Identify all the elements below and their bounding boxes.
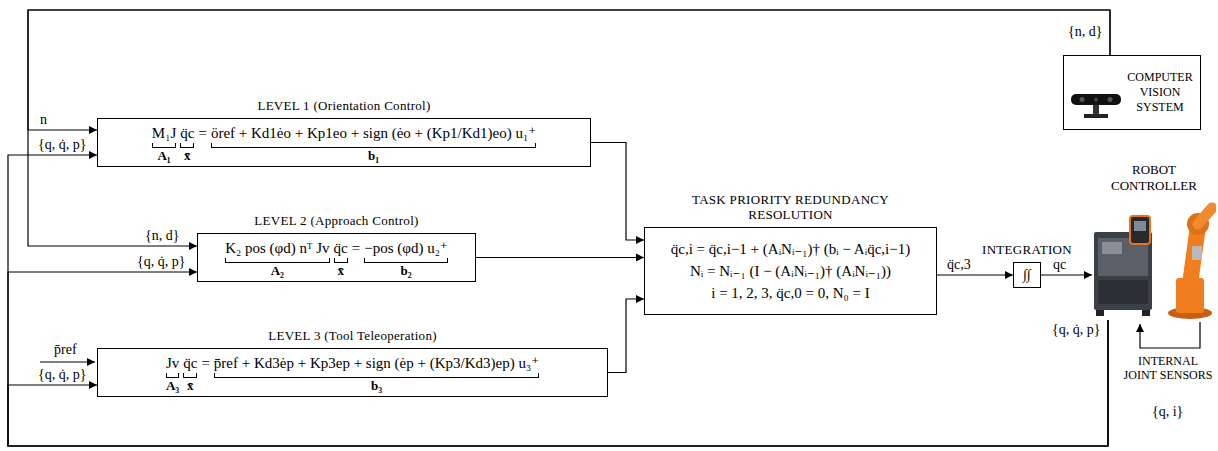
resolution-box: q̈c,i = q̈c,i−1 + (AᵢNᵢ₋₁)† (bᵢ − Aᵢq̈c,… — [644, 227, 937, 315]
level-heading: LEVEL 1 (Orientation Control) — [257, 98, 430, 113]
edge-label: n — [38, 112, 49, 128]
level-heading: LEVEL 2 (Approach Control) — [254, 213, 418, 228]
lines-node: TASK PRIORITY REDUNDANCY RESOLUTION q̈c,i… — [644, 192, 937, 315]
underbrace — [225, 258, 329, 263]
block-heading: TASK PRIORITY REDUNDANCY RESOLUTION — [691, 192, 891, 222]
connector — [1041, 274, 1092, 275]
underbrace — [166, 373, 179, 378]
edge-label: {q, q̇, p} — [36, 137, 88, 153]
equation-line: q̈c,i = q̈c,i−1 + (AᵢNᵢ₋₁)† (bᵢ − Aᵢq̈c,… — [671, 238, 910, 260]
equation-column: q̈c x̄ — [180, 124, 194, 163]
robot-name: ROBOT CONTROLLER — [1106, 162, 1202, 194]
equation-column: öref + Kd1ėo + Kp1eo + sign (ėo + (Kp1/K… — [211, 124, 536, 163]
underbrace — [152, 143, 176, 148]
equation-term: = — [198, 124, 206, 142]
free-label: {n, d} — [1066, 24, 1104, 40]
underbrace-label: b₃ — [371, 378, 382, 393]
underbrace-label: b₁ — [368, 148, 379, 163]
equation-column: M₁J A₁ — [152, 124, 176, 163]
underbrace-label: x̄ — [337, 263, 344, 278]
equation-term: p̄̈ref + Kd3ėp + Kp3ep + sign (ėp + (Kp3… — [214, 354, 539, 372]
connector — [591, 143, 644, 241]
edge-label: {q, q̇, p} — [36, 367, 88, 383]
underbrace — [214, 373, 539, 378]
connector — [8, 155, 1108, 446]
free-label: {q, q̇, p} — [1050, 322, 1102, 338]
underbrace-label: b₂ — [400, 263, 411, 278]
connector — [608, 299, 644, 373]
equation-line: i = 1, 2, 3, q̈c,0 = 0, N₀ = I — [711, 282, 870, 304]
underbrace — [180, 143, 194, 148]
vision-node: COMPUTER VISION SYSTEM — [1063, 55, 1201, 130]
equation-term: M₁J — [152, 124, 176, 142]
connector — [937, 274, 1013, 275]
sensor-feedback-arrow — [1140, 322, 1200, 348]
level-box: M₁J A₁ q̈c x̄ = öref + Kd1ėo + Kp1eo + sign (… — [97, 118, 591, 167]
equation-term: = — [352, 239, 360, 257]
underbrace-label: x̄ — [187, 378, 194, 393]
level-box: JvA₃ q̈c x̄ = p̄̈ref + Kd3ėp + Kp3ep + sign … — [97, 348, 608, 397]
equation-line: Nᵢ = Nᵢ₋₁ (I − (AᵢNᵢ₋₁)† (AᵢNᵢ₋₁)) — [690, 260, 891, 282]
eq-node: LEVEL 2 (Approach Control) K₂ pos (φd) nᵀ… — [197, 213, 476, 282]
equation-column: = — [352, 239, 360, 257]
level-box: K₂ pos (φd) nᵀ Jv A₂ q̈c x̄ =−pos (φd) u₂⁺ b₂ — [197, 233, 476, 282]
system-name: COMPUTER VISION SYSTEM — [1124, 70, 1196, 115]
integrator-box: ∫∫ — [1013, 262, 1041, 288]
equation-column: p̄̈ref + Kd3ėp + Kp3ep + sign (ėp + (Kp3… — [214, 354, 539, 393]
block-heading: INTEGRATION — [982, 242, 1072, 257]
integral-symbol: ∫∫ — [1023, 267, 1031, 283]
equation-term: K₂ pos (φd) nᵀ Jv — [225, 239, 329, 257]
equation-term: q̈c — [180, 124, 194, 142]
edge-label: qc — [1051, 257, 1068, 273]
input-arrow — [40, 361, 95, 362]
eq-node: LEVEL 3 (Tool Teleoperation) JvA₃ q̈c x̄ = p̄… — [97, 328, 608, 397]
equation-column: q̈c x̄ — [334, 239, 348, 278]
underbrace — [334, 258, 348, 263]
edge-label: {q, q̇, p} — [135, 254, 187, 270]
equation-column: JvA₃ — [166, 354, 179, 393]
equation-term: q̈c — [334, 239, 348, 257]
underbrace-label: A₁ — [157, 148, 170, 163]
equation-column: = — [201, 354, 209, 372]
underbrace — [211, 143, 536, 148]
equation-column: K₂ pos (φd) nᵀ Jv A₂ — [225, 239, 329, 278]
connector — [476, 257, 644, 258]
camera-icon — [1070, 90, 1122, 120]
underbrace — [364, 258, 448, 263]
equation-term: Jv — [166, 354, 179, 372]
edge-label: q̈c,3 — [945, 257, 973, 273]
underbrace — [183, 373, 197, 378]
equation-column: = — [198, 124, 206, 142]
connector — [8, 320, 1108, 446]
connector — [8, 272, 1108, 446]
equation-column: q̈c x̄ — [183, 354, 197, 393]
connector — [28, 10, 1110, 130]
vision-box: COMPUTER VISION SYSTEM — [1063, 55, 1201, 130]
free-label: p̄ref — [52, 342, 79, 358]
robot-node: ROBOT CONTROLLER — [1092, 160, 1216, 320]
free-label: {q, i} — [1150, 404, 1185, 420]
underbrace-label: A₂ — [271, 263, 284, 278]
underbrace-label: x̄ — [184, 148, 191, 163]
free-label: INTERNAL JOINT SENSORS — [1120, 354, 1216, 382]
equation-term: −pos (φd) u₂⁺ — [364, 239, 448, 257]
equation-column: −pos (φd) u₂⁺ b₂ — [364, 239, 448, 278]
connector — [28, 10, 1110, 246]
equation-term: öref + Kd1ėo + Kp1eo + sign (ėo + (Kp1/K… — [211, 124, 536, 142]
level-heading: LEVEL 3 (Tool Teleoperation) — [268, 328, 437, 343]
edge-label: {n, d} — [143, 228, 181, 244]
equation-term: = — [201, 354, 209, 372]
underbrace-label: A₃ — [166, 378, 179, 393]
equation-term: q̈c — [183, 354, 197, 372]
eq-node: LEVEL 1 (Orientation Control) M₁J A₁ q̈c x̄ =… — [97, 98, 591, 167]
